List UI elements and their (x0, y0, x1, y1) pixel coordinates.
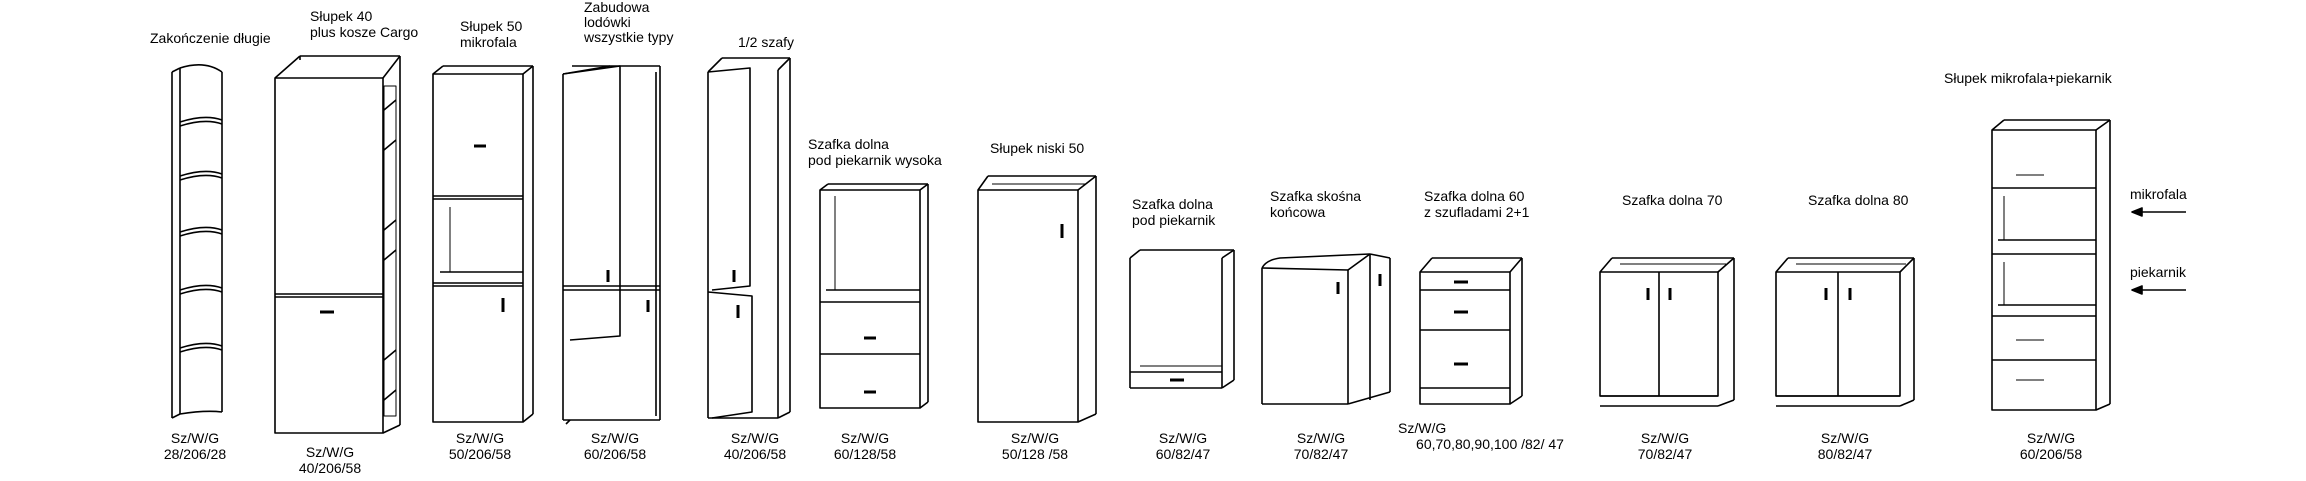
drawing-slupek-niski (977, 175, 1097, 423)
title-slupek40: Słupek 40 plus kosze Cargo (310, 8, 419, 40)
title-zabudowa: Zabudowa lodówki wszystkie typy (584, 0, 674, 45)
drawing-slupek-mikro-piekarnik (1991, 119, 2111, 411)
arrow-piekarnik (2131, 285, 2186, 295)
arrow-mikrofala (2131, 207, 2186, 217)
drawing-slupek40 (274, 55, 401, 434)
title-slupek50: Słupek 50 mikrofala (460, 18, 523, 50)
drawing-szuflady (1419, 257, 1523, 405)
drawing-dolna-pod-piekarnik (1129, 249, 1235, 389)
title-szuflady: Szafka dolna 60 z szufladami 2+1 (1424, 188, 1530, 220)
drawing-polszafy (707, 57, 791, 419)
drawing-skosna (1261, 253, 1391, 405)
drawing-slupek50 (432, 65, 534, 423)
title-slupek-niski: Słupek niski 50 (990, 140, 1085, 156)
title-polszafy: 1/2 szafy (738, 34, 795, 50)
title-skosna: Szafka skośna końcowa (1270, 188, 1362, 220)
drawing-zakonczenie (171, 64, 223, 419)
label-mikrofala: mikrofala (2130, 186, 2187, 202)
label-piekarnik: piekarnik (2130, 264, 2187, 280)
drawing-dolna-wysoka (819, 183, 929, 409)
title-dolna-wysoka: Szafka dolna pod piekarnik wysoka (808, 136, 942, 168)
title-slupek-mikro-piekarnik: Słupek mikrofala+piekarnik (1944, 70, 2112, 86)
drawing-zabudowa (562, 65, 661, 425)
title-dolna70: Szafka dolna 70 (1622, 192, 1723, 208)
drawing-dolna70 (1599, 257, 1735, 407)
title-dolna80: Szafka dolna 80 (1808, 192, 1909, 208)
title-zakonczenie: Zakończenie długie (150, 30, 271, 46)
drawing-dolna80 (1775, 257, 1915, 407)
title-dolna-pod-piekarnik: Szafka dolna pod piekarnik (1132, 196, 1216, 228)
